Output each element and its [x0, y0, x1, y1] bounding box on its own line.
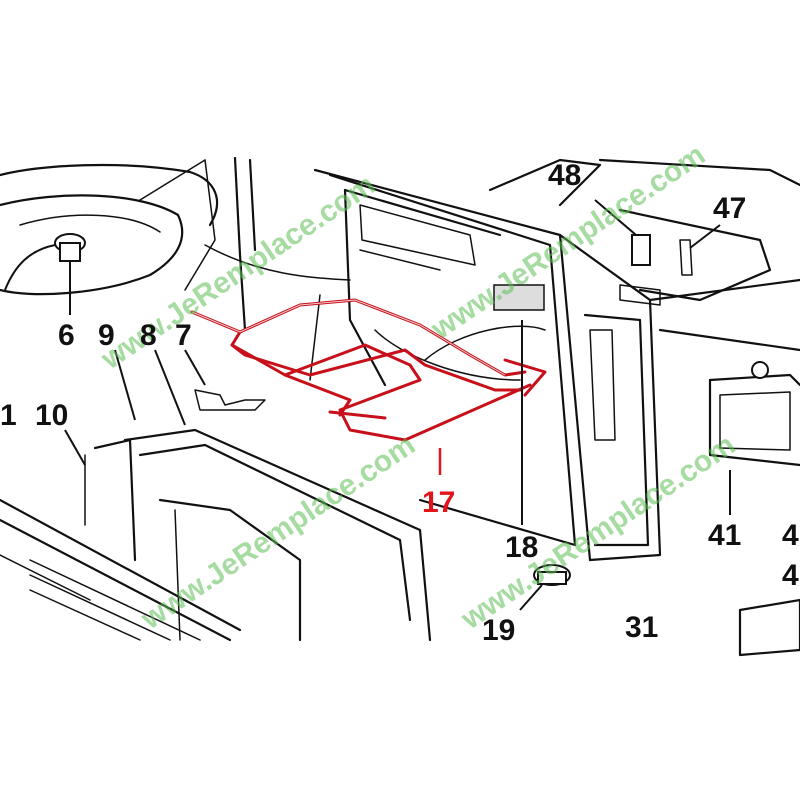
callout-8: 8 [140, 319, 157, 352]
callout-18: 18 [505, 531, 538, 564]
callout-6: 6 [58, 319, 75, 352]
fan-housing [0, 159, 219, 296]
heating-element-part-17 [190, 298, 547, 475]
callout-47: 47 [713, 192, 746, 225]
callout-9: 9 [98, 319, 115, 352]
coupler-part-19 [519, 564, 571, 611]
callout-19: 19 [482, 614, 515, 647]
door-assembly [0, 349, 432, 642]
callout-1: 1 [0, 399, 17, 432]
screw-part-6 [4, 233, 86, 315]
right-components [488, 158, 800, 657]
callout-10: 10 [35, 399, 68, 432]
callout-4a: 4 [782, 519, 799, 552]
callout-labels: 6 9 8 7 1 10 48 47 17 18 41 4 4 19 31 [0, 159, 799, 647]
callout-4b: 4 [782, 559, 799, 592]
oven-cavity [204, 156, 662, 562]
callout-41: 41 [708, 519, 741, 552]
callout-48: 48 [548, 159, 581, 192]
callout-31: 31 [625, 611, 658, 644]
waveguide-cover-part-18 [493, 284, 545, 311]
callout-7: 7 [175, 319, 192, 352]
callout-17: 17 [422, 486, 455, 519]
